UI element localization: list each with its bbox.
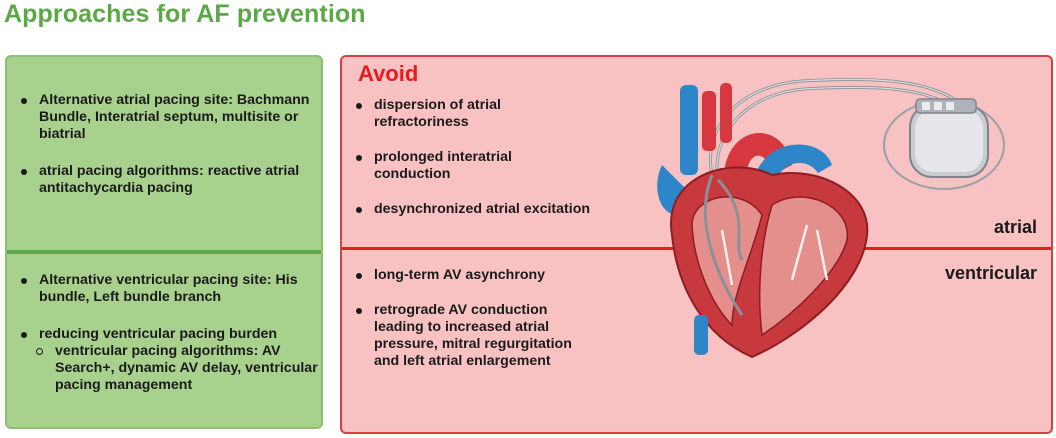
sub-list-item: ventricular pacing algorithms: AV Search… <box>23 343 323 394</box>
atrial-avoid-list: dispersion of atrial refractoriness prol… <box>342 97 592 236</box>
list-item-label: reducing ventricular pacing burden <box>39 326 278 342</box>
pacemaker-icon <box>883 98 1005 190</box>
list-item: retrograde AV conduction leading to incr… <box>342 302 592 370</box>
divider <box>7 250 321 254</box>
list-item: long-term AV asynchrony <box>342 267 592 284</box>
list-item: prolonged interatrial conduction <box>342 149 592 183</box>
atrial-approaches: Alternative atrial pacing site: Bachmann… <box>7 92 323 217</box>
atrial-label: atrial <box>993 217 1037 237</box>
ventricular-avoid-list: long-term AV asynchrony retrograde AV co… <box>342 267 592 388</box>
superior-vena-cava <box>680 85 698 175</box>
avoid-heading: Avoid <box>358 61 419 86</box>
prevention-panel: Alternative atrial pacing site: Bachmann… <box>5 55 323 429</box>
page-title: Approaches for AF prevention <box>4 0 366 28</box>
heart-illustration <box>657 77 1005 359</box>
list-item: atrial pacing algorithms: reactive atria… <box>7 163 323 197</box>
ventricular-label: ventricular <box>944 263 1037 283</box>
list-item: Alternative ventricular pacing site: His… <box>7 272 323 306</box>
ventricular-approaches: Alternative ventricular pacing site: His… <box>7 272 323 394</box>
list-item: dispersion of atrial refractoriness <box>342 97 592 131</box>
list-item: desynchronized atrial excitation <box>342 201 592 218</box>
list-item: Alternative atrial pacing site: Bachmann… <box>7 92 323 143</box>
list-item: reducing ventricular pacing burden ventr… <box>7 326 323 394</box>
avoid-panel: Avoid dispersion of atrial refractorines… <box>340 55 1053 434</box>
